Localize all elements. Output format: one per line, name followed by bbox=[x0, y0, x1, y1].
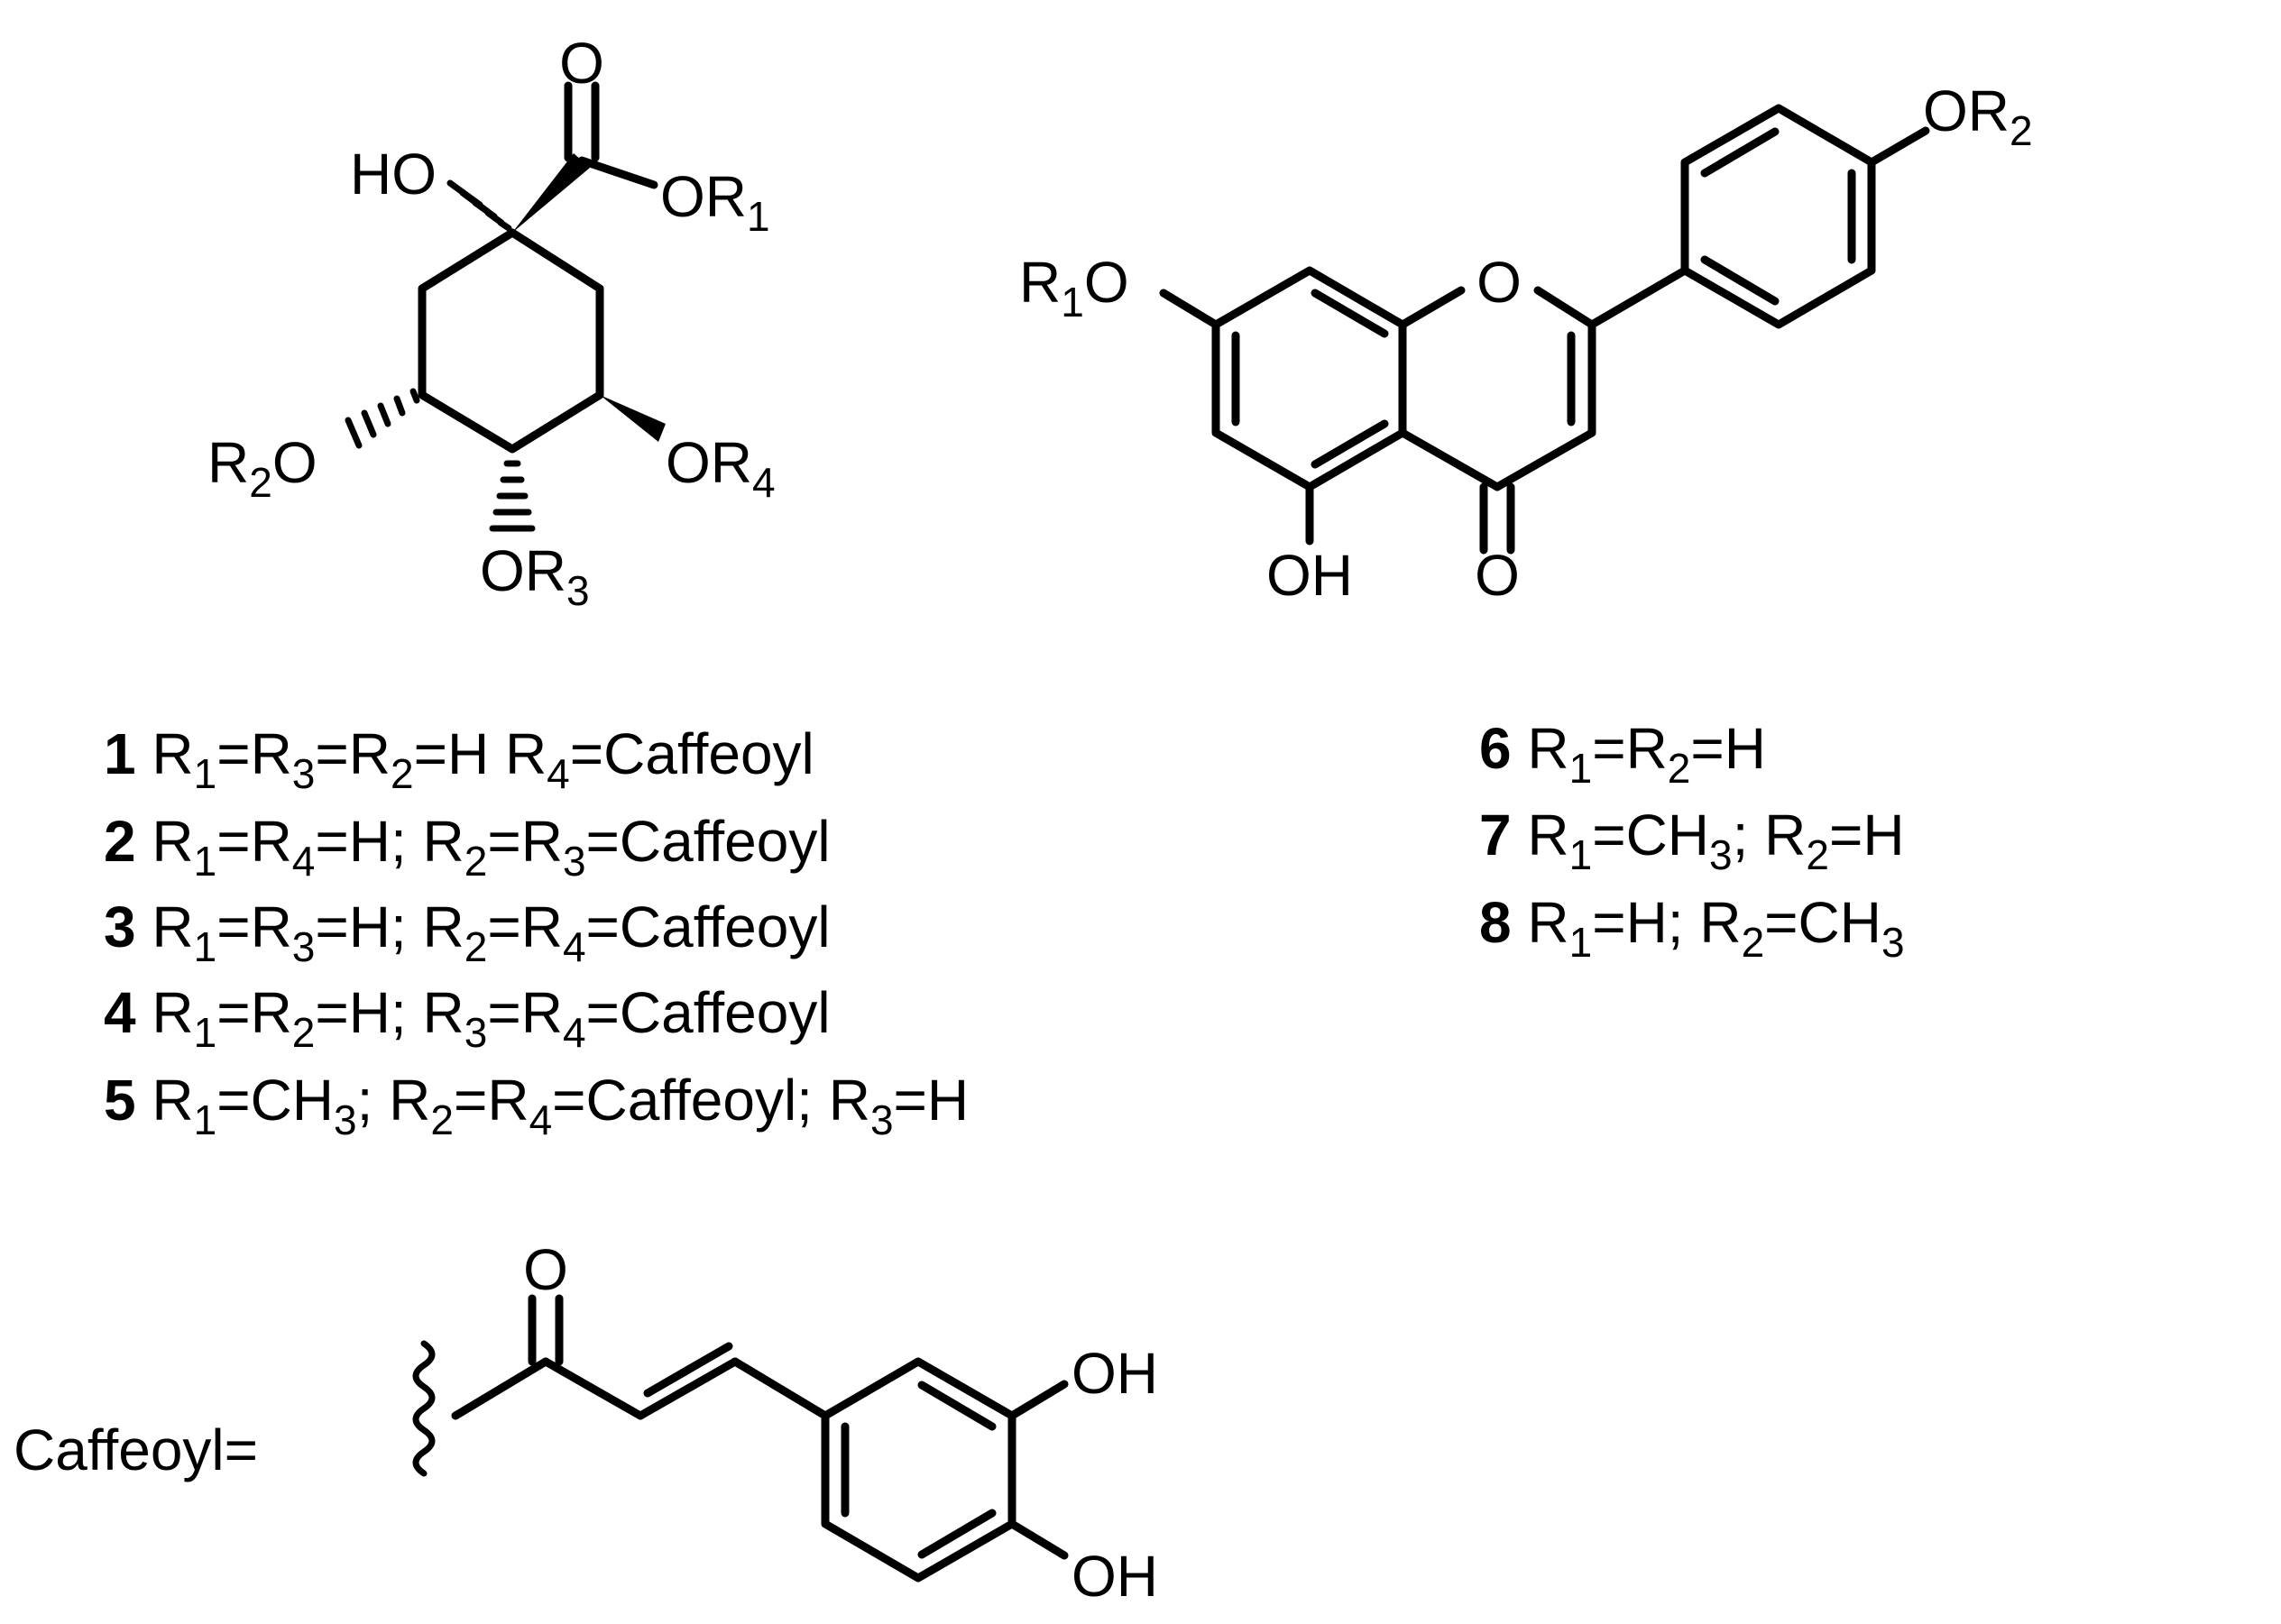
flavone-structure: OR2 R1O O OH O bbox=[1019, 78, 2033, 608]
compound-7-definition: 7 R1=CH3; R2=H bbox=[1479, 803, 1905, 878]
ester-or1-label: OR1 bbox=[660, 164, 770, 240]
flavone-ketone-oxygen-label: O bbox=[1475, 543, 1520, 608]
compound-8-definition: 8 R1=H; R2=CH3 bbox=[1479, 890, 1905, 966]
caffeoyl-label: Caffeoyl= bbox=[14, 1418, 258, 1482]
hash-wedge-r2o bbox=[345, 388, 420, 449]
compound-1-definition: 1 R1=R3=R2=H R4=Caffeoyl bbox=[104, 721, 814, 797]
flavone-or2-label: OR2 bbox=[1923, 78, 2033, 154]
compound-3-definition: 3 R1=R3=H; R2=R4=Caffeoyl bbox=[104, 895, 831, 970]
compound-6-definition: 6 R1=R2=H bbox=[1479, 716, 1766, 792]
flavone-ring-oxygen-label: O bbox=[1476, 250, 1522, 315]
wavy-attachment-bond bbox=[412, 1340, 436, 1477]
flavone-compound-list: 6 R1=R2=H 7 R1=CH3; R2=H 8 R1=H; R2=CH3 bbox=[1479, 716, 1905, 966]
compound-5-definition: 5 R1=CH3; R2=R4=Caffeoyl; R3=H bbox=[104, 1068, 969, 1143]
flavone-r1o-label: R1O bbox=[1019, 250, 1129, 326]
quinic-acid-structure: O HO OR1 R2O OR4 OR3 bbox=[207, 31, 776, 614]
caffeoyl-carbonyl-oxygen-label: O bbox=[523, 1237, 568, 1302]
caffeoyl-3-hydroxyl-label: OH bbox=[1072, 1341, 1158, 1406]
compound-4-definition: 4 R1=R2=H; R3=R4=Caffeoyl bbox=[104, 980, 831, 1056]
hash-wedge-or3 bbox=[489, 460, 536, 532]
or4-label: OR4 bbox=[666, 430, 776, 506]
r2o-label: R2O bbox=[207, 430, 317, 506]
or3-label: OR3 bbox=[480, 538, 590, 614]
caffeoyl-4-hydroxyl-label: OH bbox=[1072, 1544, 1158, 1609]
carbonyl-oxygen-label: O bbox=[559, 31, 604, 96]
hash-wedge-ho bbox=[446, 179, 512, 232]
compound-2-definition: 2 R1=R4=H; R2=R3=Caffeoyl bbox=[104, 809, 831, 885]
flavone-5-hydroxyl-label: OH bbox=[1266, 543, 1353, 608]
hydroxyl-label: HO bbox=[350, 142, 437, 206]
caffeoyl-structure: Caffeoyl= O OH OH bbox=[14, 1237, 1158, 1609]
quinic-compound-list: 1 R1=R3=R2=H R4=Caffeoyl 2 R1=R4=H; R2=R… bbox=[104, 721, 969, 1143]
